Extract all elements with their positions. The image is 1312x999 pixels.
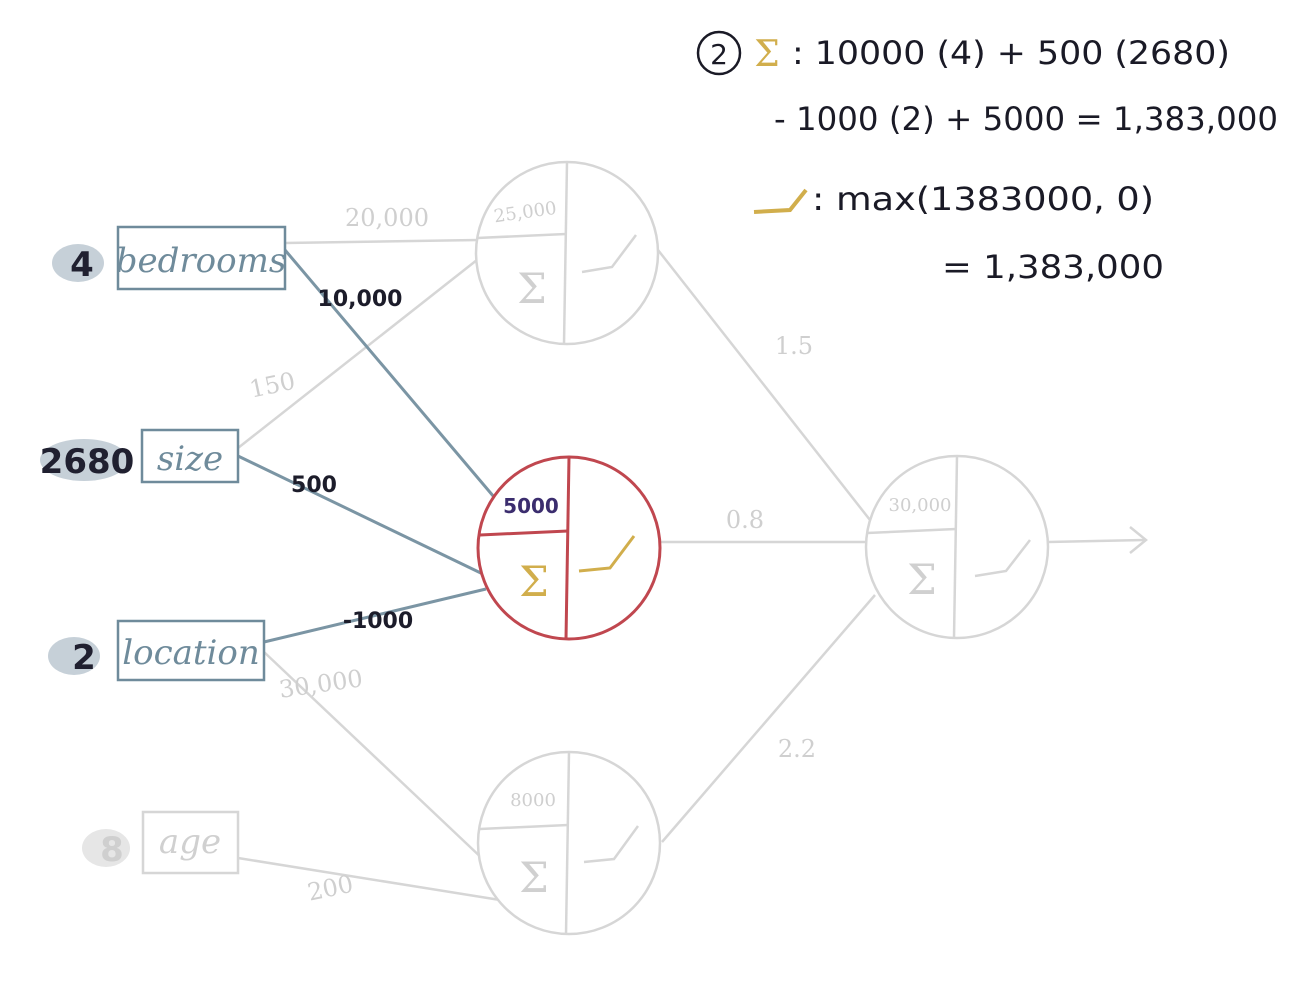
inactive-connections [237,238,1148,902]
hidden-neuron-3-bias: 8000 [510,790,556,811]
calc-relu-line-1: : max(1383000, 0) [812,180,1154,218]
calc-relu-line-2: = 1,383,000 [942,248,1164,286]
sigma-icon: Σ [519,853,549,902]
weight-h3-out: 2.2 [778,735,816,763]
output-arrow-head [1129,526,1148,554]
hidden-neuron-1-divider-h [476,232,567,240]
hidden-neuron-1-divider-v [562,161,569,345]
input-box-age [141,810,240,875]
edge-size-h2 [237,454,488,578]
input-box-size [140,428,240,484]
input-value-size: 2680 [40,442,135,482]
edge-h3-out [661,594,876,843]
hidden-neuron-2-divider-v [564,456,571,640]
input-labels: bedrooms size location age [116,241,287,862]
input-bubble-size [40,439,128,481]
input-box-location [116,619,266,682]
hidden-neuron-2 [476,455,662,641]
edge-bedrooms-h1 [284,238,479,245]
weight-location-h3: 30,000 [277,664,364,703]
weight-labels: 20,000 10,000 150 500 -1000 30,000 200 1… [247,204,816,907]
edge-h1-out [657,249,871,521]
relu-icon [578,535,636,573]
sigma-icon: Σ [517,264,547,313]
hidden-neuron-3-divider-h [479,823,569,831]
input-bubble-bedrooms [52,244,104,282]
active-connections [237,249,496,644]
step-number-circle [696,30,742,76]
output-arrow-shaft [1047,538,1147,544]
calc-sum-line-2: - 1000 (2) + 5000 = 1,383,000 [774,100,1278,138]
hidden-neuron-2-bias: 5000 [503,494,559,518]
edge-size-h1 [237,255,483,449]
relu-icon [583,825,640,864]
weight-bedrooms-h2: 10,000 [318,287,403,312]
relu-icon [753,188,808,214]
weight-age-h3: 200 [305,870,356,907]
calculation-annotation: 2 Σ : 10000 (4) + 500 (2680) - 1000 (2) … [696,30,1278,286]
input-bubble-age [82,829,130,867]
sigma-icon: Σ [754,34,779,75]
input-value-bedrooms: 4 [70,245,94,285]
relu-icon [581,234,637,274]
input-label-size: size [157,439,223,479]
step-number: 2 [710,38,728,71]
edge-bedrooms-h2 [283,249,496,498]
input-label-age: age [159,822,221,862]
sigma-icon: Σ [519,557,549,606]
output-neuron [864,454,1050,640]
calc-sum-line-1: : 10000 (4) + 500 (2680) [792,34,1230,72]
edge-age-h3 [237,856,501,902]
weight-bedrooms-h1: 20,000 [345,204,429,232]
edge-location-h2 [263,587,487,644]
weight-h2-out: 0.8 [726,506,764,534]
input-values: 4 2680 2 8 [40,245,135,870]
relu-icon [974,539,1031,578]
input-boxes [116,225,287,875]
input-bubbles [40,244,130,867]
hidden-neuron-1 [474,160,660,346]
weight-h1-out: 1.5 [775,332,813,360]
sigma-icon: Σ [907,555,937,604]
input-label-location: location [122,633,260,673]
output-neuron-bias: 30,000 [889,495,952,516]
hidden-neuron-3 [476,750,662,936]
input-value-age: 8 [100,830,124,870]
edge-location-h3 [263,651,506,881]
input-box-bedrooms [116,225,287,291]
output-neuron-divider-v [952,455,959,639]
weight-size-h2: 500 [291,473,337,498]
weight-size-h1: 150 [247,367,298,404]
hidden-neuron-2-divider-h [479,529,569,537]
input-bubble-location [48,637,100,675]
input-value-location: 2 [72,638,96,678]
weight-location-h2: -1000 [343,609,413,634]
input-label-bedrooms: bedrooms [116,241,287,281]
hidden-neuron-3-divider-v [564,751,571,935]
output-neuron-divider-h [866,527,957,535]
